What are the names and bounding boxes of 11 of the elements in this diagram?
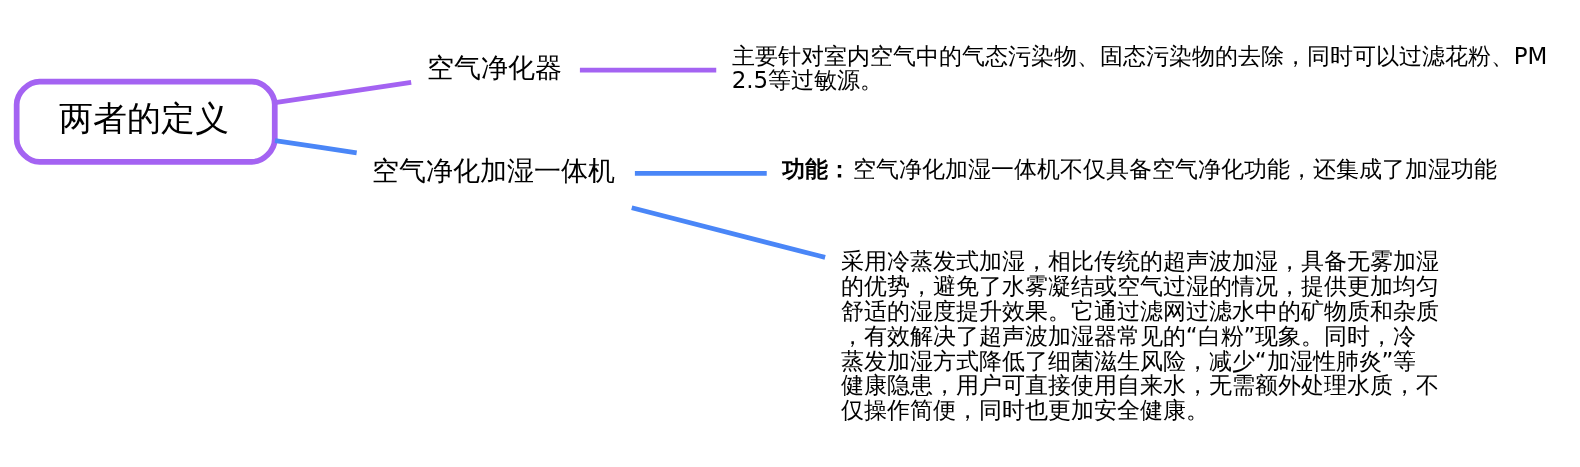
connector <box>631 204 826 260</box>
connector <box>634 170 767 176</box>
node-text: 主要针对室内空气中的气态污染物、固态污染物的去除，同时可以过滤花粉、PM2.5等过敏源。 <box>731 42 1548 93</box>
node-text: 采用冷蒸发式加湿，相比传统的超声波加湿，具备无雾加湿的优势，避免了水雾凝结或空气过湿的情况，提供更加均匀舒适的湿度提升效果。它通过滤网过滤水中的矿物质和杂质，有效解决了超声波加湿器常见的“白粉”现象。同时，冷蒸发加湿方式降低了细菌滋生风险，减少“加湿性肺炎”等健康隐患，用户可直接使用自来水，无需额外处理水质，不仅操作简便，同时也更加安全健康。 <box>840 247 1439 423</box>
node-text: 空气净化加湿一体机 <box>372 154 616 186</box>
node-text: 功能：空气净化加湿一体机不仅具备空气净化功能，还集成了加湿功能 <box>782 155 1498 182</box>
connector <box>274 137 357 155</box>
node-box: 两者的定义 <box>13 78 278 165</box>
connector <box>274 79 412 105</box>
connector <box>579 67 717 72</box>
node-text: 空气净化器 <box>426 51 562 83</box>
